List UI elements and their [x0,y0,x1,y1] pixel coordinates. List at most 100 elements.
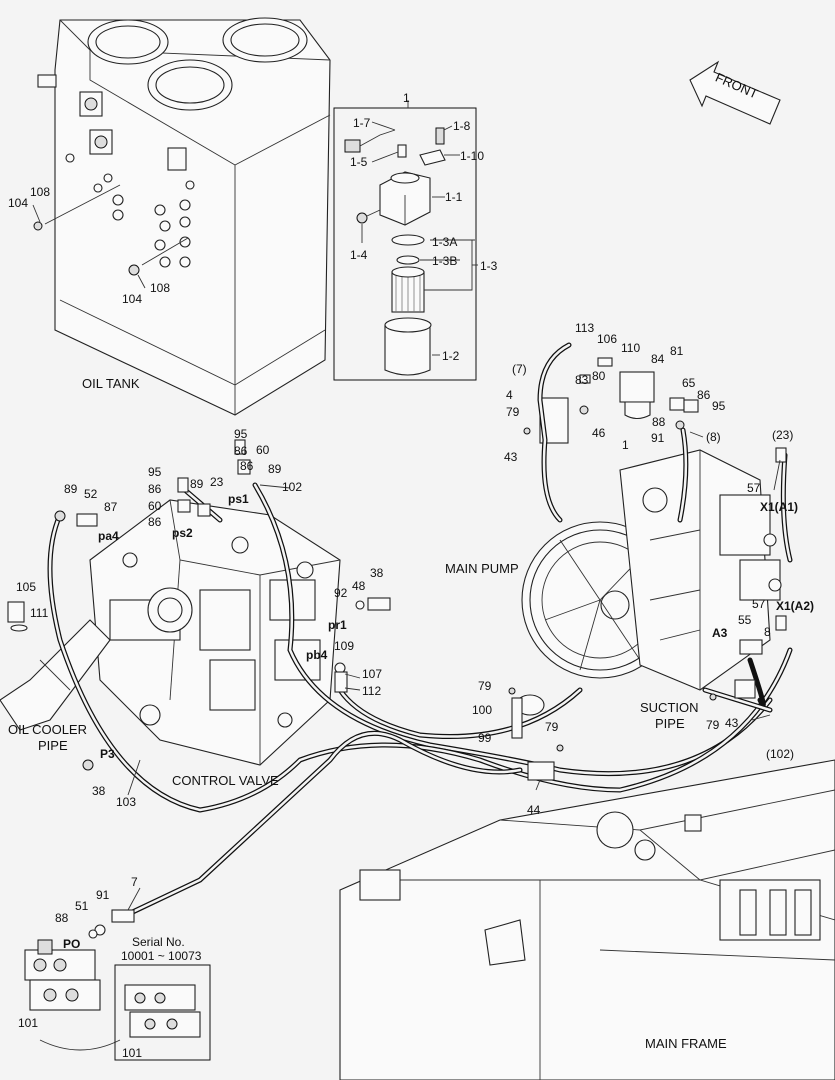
callout-86-d: 86 [148,515,162,529]
callout-65: 65 [682,376,696,390]
callout-88-pump: 88 [652,415,666,429]
callout-1-pump: 1 [622,438,629,452]
oil-tank-title: OIL TANK [82,376,140,391]
callout-1-3: 1-3 [480,259,498,273]
callout-86-c: 86 [148,482,162,496]
callout-108-b: 108 [150,281,170,295]
callout-23-paren: (23) [772,428,793,442]
callout-106: 106 [597,332,617,346]
callout-92: 92 [334,586,348,600]
callout-79-pump: 79 [506,405,520,419]
callout-60-b: 60 [148,499,162,513]
callout-1-2: 1-2 [442,349,460,363]
callout-4: 4 [506,388,513,402]
front-arrow [689,60,781,125]
port-pb4: pb4 [306,648,328,662]
callout-113: 113 [575,321,594,335]
port-ps1: ps1 [228,492,249,506]
callout-84: 84 [651,352,665,366]
callout-38-b: 38 [92,784,106,798]
filter-callouts: 1 1-7 1-8 1-5 1-10 1-1 1-4 1-3A 1-3B 1-3… [350,91,498,363]
callout-1: 1 [403,91,410,105]
callout-1-5: 1-5 [350,155,368,169]
oil-cooler-pipe [0,601,111,771]
callout-1-1: 1-1 [445,190,463,204]
callout-89-b: 89 [190,477,204,491]
hoses [47,342,793,921]
callout-89-c: 89 [64,482,78,496]
control-valve [89,499,341,766]
callout-95-b: 95 [148,465,162,479]
callout-109: 109 [334,639,354,653]
callout-111: 111 [30,606,49,620]
main-pump [521,449,782,691]
leader-lines [32,121,781,911]
callout-87: 87 [104,500,118,514]
filter-assembly [333,100,478,381]
callout-103: 103 [116,795,136,809]
port-p3: P3 [100,747,115,761]
callout-7: 7 [131,875,138,889]
callout-52: 52 [84,487,98,501]
callout-95-pump: 95 [712,399,726,413]
serial-label-line2: 10001 ~ 10073 [121,949,202,963]
callout-7-paren: (7) [512,362,527,376]
callout-57-b: 57 [752,597,766,611]
callout-104-b: 104 [122,292,142,306]
callout-38-a: 38 [370,566,384,580]
suction-pipe-title-line2: PIPE [655,716,685,731]
fittings [54,399,787,939]
callout-80: 80 [592,369,606,383]
callout-104-a: 104 [8,196,28,210]
pump-callouts: 113 106 110 84 81 (7) 83 80 65 4 86 95 7… [504,321,814,761]
tank-callouts: 104 108 104 108 [8,185,170,306]
port-po: PO [63,937,80,951]
callout-101-b: 101 [122,1046,142,1060]
callout-100: 100 [472,703,492,717]
main-frame-title: MAIN FRAME [645,1036,727,1051]
main-pump-title: MAIN PUMP [445,561,519,576]
callout-86-b: 86 [240,459,254,473]
callout-8-pump: 8 [764,625,771,639]
pilot-valve-blocks [24,939,211,1061]
callout-89-a: 89 [268,462,282,476]
callout-1-4: 1-4 [350,248,368,262]
callout-81: 81 [670,344,684,358]
oil-cooler-pipe-title-line1: OIL COOLER [8,722,87,737]
callout-79-suction: 79 [706,718,720,732]
port-ps2: ps2 [172,526,193,540]
callout-44: 44 [527,803,541,817]
callout-108-a: 108 [30,185,50,199]
port-x1-a2: X1(A2) [776,599,814,613]
pump-top-filter [523,357,685,444]
callout-110: 110 [621,341,640,355]
port-x1-a1: X1(A1) [760,500,798,514]
callout-86-pump: 86 [697,388,711,402]
callout-8-paren: (8) [706,430,721,444]
callout-43-suction: 43 [725,716,739,730]
callout-99: 99 [478,731,492,745]
callout-95-a: 95 [234,427,248,441]
control-valve-title: CONTROL VALVE [172,773,279,788]
callout-102: 102 [282,480,302,494]
oil-tank [33,17,331,416]
port-pa4: pa4 [98,529,119,543]
callout-1-10: 1-10 [460,149,484,163]
callout-88: 88 [55,911,69,925]
lower-callouts: 79 100 79 99 44 7 91 51 88 PO 101 101 [18,679,559,1060]
callout-107: 107 [362,667,382,681]
callout-60-a: 60 [256,443,270,457]
callout-112: 112 [362,684,381,698]
port-pr1: pr1 [328,618,347,632]
port-a3: A3 [712,626,728,640]
callout-55: 55 [738,613,752,627]
oil-cooler-pipe-title-line2: PIPE [38,738,68,753]
callout-23: 23 [210,475,224,489]
callout-83: 83 [575,373,589,387]
callout-79-clamp-a: 79 [478,679,492,693]
callout-48: 48 [352,579,366,593]
callout-79-clamp-b: 79 [545,720,559,734]
callout-1-3a: 1-3A [432,235,457,249]
callout-57-a: 57 [747,481,761,495]
